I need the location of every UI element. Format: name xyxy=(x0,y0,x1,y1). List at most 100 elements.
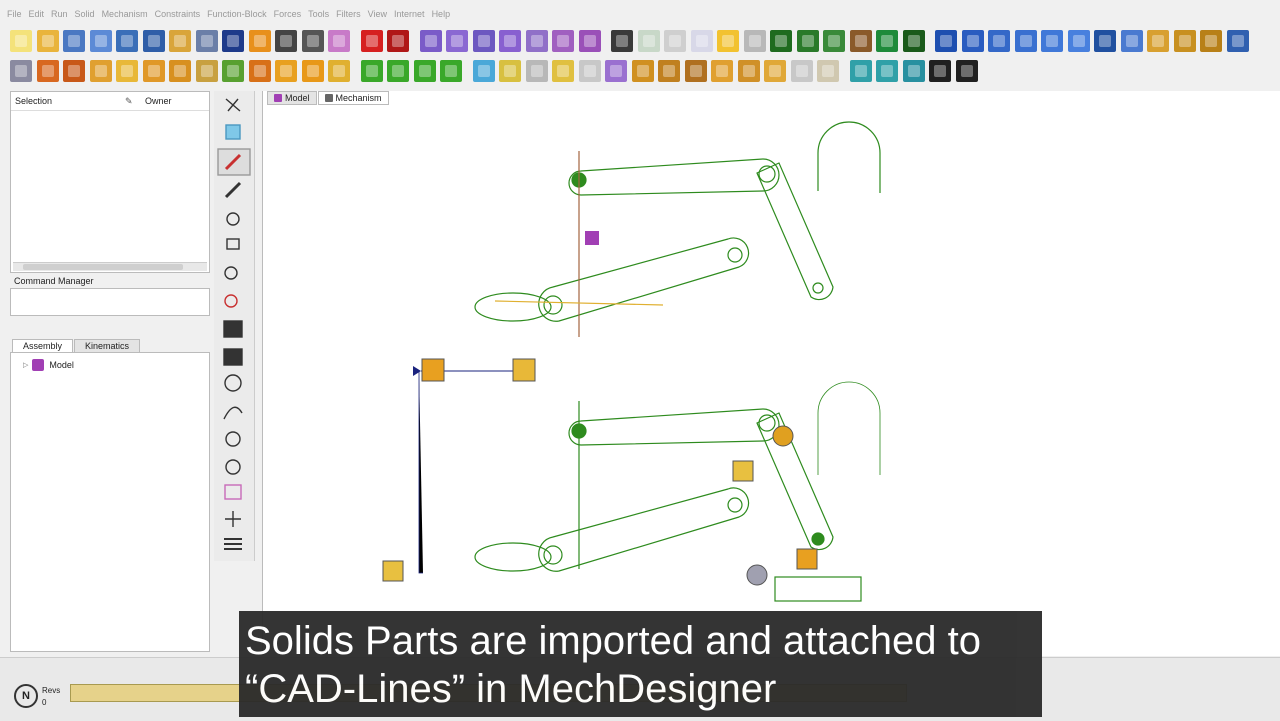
solid-edit-icon[interactable] xyxy=(499,30,521,52)
menu-run[interactable]: Run xyxy=(51,9,68,19)
film-icon[interactable] xyxy=(902,30,925,52)
zoom-fit-icon[interactable] xyxy=(1226,30,1249,52)
view-right-icon[interactable] xyxy=(1014,30,1037,52)
horizontal-scrollbar[interactable] xyxy=(13,262,207,271)
menu-view[interactable]: View xyxy=(367,9,388,19)
sigma-icon[interactable] xyxy=(275,60,297,82)
point-icon[interactable] xyxy=(499,60,521,82)
tree-item-model[interactable]: ▷ Model xyxy=(23,359,74,371)
menu-function-block[interactable]: Function-Block xyxy=(207,9,267,19)
3d-icon[interactable] xyxy=(817,60,839,82)
menu-forces[interactable]: Forces xyxy=(273,9,302,19)
balance3-icon[interactable] xyxy=(902,60,925,82)
columns-icon[interactable] xyxy=(929,60,951,82)
solid-block-icon[interactable] xyxy=(605,60,627,82)
gear-wheel-icon[interactable] xyxy=(10,60,32,82)
solid-hide-icon[interactable] xyxy=(552,30,574,52)
plane-icon[interactable] xyxy=(472,60,495,82)
menu-mechanism[interactable]: Mechanism xyxy=(101,9,148,19)
fb-edit-icon[interactable] xyxy=(328,60,350,82)
rotate-icon[interactable] xyxy=(1120,30,1143,52)
gear-settings-icon[interactable] xyxy=(690,30,713,52)
cad-lines-icon[interactable] xyxy=(631,60,654,82)
next-step-icon[interactable] xyxy=(413,60,436,82)
menu-tools[interactable]: Tools xyxy=(308,9,330,19)
menu-filters[interactable]: Filters xyxy=(336,9,361,19)
bulb-point-icon[interactable] xyxy=(552,60,574,82)
frame-icon[interactable] xyxy=(823,30,845,52)
sketch-icon[interactable] xyxy=(737,60,760,82)
zoom-out-icon[interactable] xyxy=(1147,30,1169,52)
zoom-in-icon[interactable] xyxy=(1173,30,1196,52)
circle-icon[interactable] xyxy=(578,60,601,82)
film-add-icon[interactable] xyxy=(770,30,792,52)
cam2-icon[interactable] xyxy=(63,60,85,82)
menu-solid[interactable]: Solid xyxy=(74,9,95,19)
motion-icon[interactable] xyxy=(89,60,112,82)
cam-icon[interactable] xyxy=(36,60,59,82)
dxf-icon[interactable] xyxy=(658,60,680,82)
grid-icon[interactable] xyxy=(796,30,819,52)
fb-calc-icon[interactable] xyxy=(195,60,218,82)
cad-icon[interactable] xyxy=(248,60,271,82)
view-front-icon[interactable] xyxy=(935,30,957,52)
expand-icon[interactable]: ▷ xyxy=(23,362,29,369)
screen-icon[interactable] xyxy=(955,60,978,82)
fb-icon[interactable] xyxy=(142,60,165,82)
model-canvas[interactable]: Model Mechanism xyxy=(262,91,1280,656)
tab-mechanism[interactable]: Mechanism xyxy=(317,91,389,105)
menu-help[interactable]: Help xyxy=(431,9,451,19)
fb2-icon[interactable] xyxy=(169,60,191,82)
menu-file[interactable]: File xyxy=(7,9,22,19)
tab-kinematics[interactable]: Kinematics xyxy=(74,339,141,353)
balance2-icon[interactable] xyxy=(876,60,898,82)
view-left-icon[interactable] xyxy=(988,30,1010,52)
delete-icon[interactable] xyxy=(360,30,383,52)
undo-icon[interactable] xyxy=(275,30,297,52)
print-icon[interactable] xyxy=(195,30,218,52)
mec2-icon[interactable] xyxy=(684,60,707,82)
2d-icon[interactable] xyxy=(790,60,813,82)
chest-icon[interactable] xyxy=(849,30,872,52)
list-icon[interactable] xyxy=(222,30,244,52)
target-icon[interactable] xyxy=(876,30,898,52)
solid-add-icon[interactable] xyxy=(472,30,495,52)
delete-all-icon[interactable] xyxy=(387,30,409,52)
pan-icon[interactable] xyxy=(1094,30,1116,52)
save-icon[interactable] xyxy=(142,30,165,52)
tab-assembly[interactable]: Assembly xyxy=(12,339,74,353)
prev-step-icon[interactable] xyxy=(387,60,409,82)
balance-icon[interactable] xyxy=(849,60,872,82)
redo-icon[interactable] xyxy=(301,30,324,52)
graph-icon[interactable] xyxy=(637,30,660,52)
menu-internet[interactable]: Internet xyxy=(394,9,425,19)
view-iso-icon[interactable] xyxy=(1067,30,1090,52)
measure-icon[interactable] xyxy=(328,30,350,52)
gray-shape-icon[interactable] xyxy=(664,30,686,52)
mec-icon[interactable] xyxy=(89,30,112,52)
save-as-icon[interactable] xyxy=(169,30,191,52)
mesh-icon[interactable] xyxy=(419,30,442,52)
menu-constraints[interactable]: Constraints xyxy=(154,9,201,19)
first-step-icon[interactable] xyxy=(360,60,383,82)
mechanism-drawing[interactable] xyxy=(263,91,1280,656)
dxf-import-icon[interactable] xyxy=(63,30,85,52)
traffic-light-icon[interactable] xyxy=(611,30,633,52)
solid-color-icon[interactable] xyxy=(525,30,548,52)
view-back-icon[interactable] xyxy=(961,30,984,52)
dimension-icon[interactable] xyxy=(764,60,786,82)
sigma2-icon[interactable] xyxy=(301,60,324,82)
fb-green-icon[interactable] xyxy=(222,60,244,82)
lightbulb-icon[interactable] xyxy=(717,30,739,52)
spring-icon[interactable] xyxy=(578,30,601,52)
graph-fb-icon[interactable] xyxy=(116,60,138,82)
tab-model[interactable]: Model xyxy=(267,91,317,105)
open-folder-icon[interactable] xyxy=(36,30,59,52)
menu-edit[interactable]: Edit xyxy=(28,9,45,19)
new-file-icon[interactable] xyxy=(10,30,32,52)
line-icon[interactable] xyxy=(525,60,548,82)
view-top-icon[interactable] xyxy=(1041,30,1063,52)
ltd-icon[interactable] xyxy=(116,30,138,52)
properties-icon[interactable] xyxy=(248,30,271,52)
command-manager-box[interactable] xyxy=(10,288,210,316)
